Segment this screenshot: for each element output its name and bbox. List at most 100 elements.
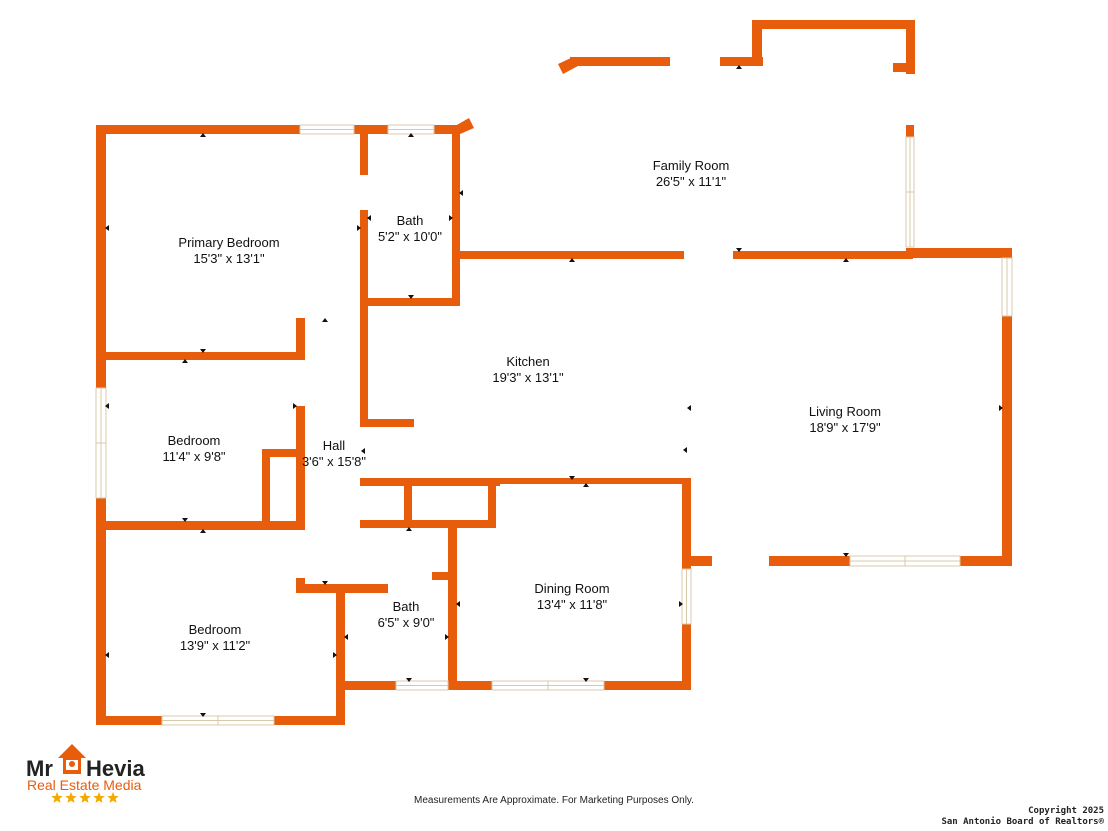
house-icon <box>58 744 86 774</box>
rating-stars <box>51 792 119 803</box>
tick <box>105 403 109 409</box>
logo-subtitle: Real Estate Media <box>27 777 142 793</box>
tick <box>200 713 206 717</box>
room-kitchen-name: Kitchen <box>506 354 549 369</box>
wall-dining-east-upper <box>682 479 691 569</box>
room-hall-name: Hall <box>323 438 346 453</box>
room-kitchen-size: 19'3" x 13'1" <box>492 370 564 385</box>
tick <box>683 447 687 453</box>
tick <box>449 215 453 221</box>
wall-bath-lower-stub <box>432 572 457 580</box>
tick <box>182 518 188 522</box>
tick <box>569 476 575 480</box>
room-living-room-name: Living Room <box>809 404 881 419</box>
wall-bath-west-upper <box>360 125 368 175</box>
room-bath-upper-name: Bath <box>397 213 424 228</box>
wall-kitchen-west <box>360 298 368 426</box>
room-hall-size: 3'6" x 15'8" <box>302 454 366 469</box>
room-primary-bedroom-size: 15'3" x 13'1" <box>193 251 265 266</box>
copyright-line-1: Copyright 2025 <box>1028 806 1104 816</box>
wall-hall-west-top <box>296 318 305 360</box>
wall-closet-divider-b <box>488 478 496 528</box>
tick <box>367 215 371 221</box>
room-bedroom-lower-name: Bedroom <box>189 622 242 637</box>
tick <box>182 359 188 363</box>
copyright-notice: Copyright 2025 San Antonio Board of Real… <box>941 806 1104 828</box>
wall-family-kitchen-a <box>452 251 684 259</box>
logo-word-hevia: Hevia <box>86 756 145 781</box>
disclaimer-text: Measurements Are Approximate. For Market… <box>414 795 694 806</box>
room-dining-room-name: Dining Room <box>534 581 609 596</box>
wall-primary-south <box>96 352 305 360</box>
company-logo: Mr Hevia Real Estate Media <box>26 744 145 803</box>
windows <box>95 124 1013 726</box>
star-icon <box>79 792 91 803</box>
room-bath-lower-name: Bath <box>393 599 420 614</box>
tick <box>459 190 463 196</box>
wall-north-bedrooms <box>96 125 460 134</box>
tick <box>322 581 328 585</box>
wall-family-kitchen-b <box>733 251 913 259</box>
interior-walls <box>96 125 913 690</box>
tick <box>344 634 348 640</box>
wall-bath-west-lower <box>360 210 368 306</box>
dimension-ticks <box>105 65 1003 717</box>
wall-closet-row-top <box>360 478 500 486</box>
wall-south-living-stub <box>682 556 712 566</box>
tick <box>200 349 206 353</box>
star-icon <box>65 792 77 803</box>
room-bedroom-middle-name: Bedroom <box>168 433 221 448</box>
tick <box>293 403 297 409</box>
tick <box>333 652 337 658</box>
logo-word-mr: Mr <box>26 756 53 781</box>
tick <box>105 652 109 658</box>
wall-bump-east <box>906 20 915 74</box>
tick <box>456 601 460 607</box>
wall-north-family-b <box>720 57 763 66</box>
wall-hall-west-mid <box>296 406 305 530</box>
wall-north-living <box>906 248 1012 258</box>
wall-bump-ret <box>893 63 915 72</box>
wall-closet-top <box>262 449 305 457</box>
tick <box>583 483 589 487</box>
wall-bedroom-middle-south <box>96 521 305 530</box>
room-living-room-size: 18'9" x 17'9" <box>809 420 881 435</box>
tick <box>999 405 1003 411</box>
star-icon <box>107 792 119 803</box>
room-family-room-size: 26'5" x 11'1" <box>656 174 727 189</box>
tick <box>408 295 414 299</box>
room-dining-room-size: 13'4" x 11'8" <box>537 597 608 612</box>
tick <box>406 678 412 682</box>
wall-bump-west <box>752 20 762 66</box>
copyright-line-2: San Antonio Board of Realtors® <box>941 817 1104 827</box>
tick <box>736 248 742 252</box>
room-bath-lower-size: 6'5" x 9'0" <box>378 615 435 630</box>
room-bedroom-lower-size: 13'9" x 11'2" <box>180 638 251 653</box>
wall-closet-corner <box>360 478 368 486</box>
wall-closet-divider-a <box>404 478 412 528</box>
tick <box>200 529 206 533</box>
tick <box>200 133 206 137</box>
wall-bath-south <box>360 298 460 306</box>
tick <box>361 448 365 454</box>
room-family-room-name: Family Room <box>653 158 730 173</box>
wall-hall-bottom <box>296 584 388 593</box>
wall-north-family-a <box>570 57 670 66</box>
tick <box>569 258 575 262</box>
wall-bedroom-bath-divider <box>336 588 345 725</box>
tick <box>322 318 328 322</box>
wall-bath-east <box>452 125 460 306</box>
wall-bump-north <box>752 20 915 29</box>
wall-dining-east-lower <box>682 624 691 690</box>
room-bath-upper-size: 5'2" x 10'0" <box>378 229 442 244</box>
wall-kitchen-stub <box>360 419 414 427</box>
star-icon <box>93 792 105 803</box>
tick <box>357 225 361 231</box>
wall-closet-west <box>262 449 270 525</box>
room-labels: Primary Bedroom 15'3" x 13'1" Bath 5'2" … <box>162 158 881 653</box>
room-primary-bedroom-name: Primary Bedroom <box>178 235 279 250</box>
wall-dining-top <box>496 478 691 484</box>
wall-east-living <box>1002 248 1012 566</box>
tick <box>105 225 109 231</box>
